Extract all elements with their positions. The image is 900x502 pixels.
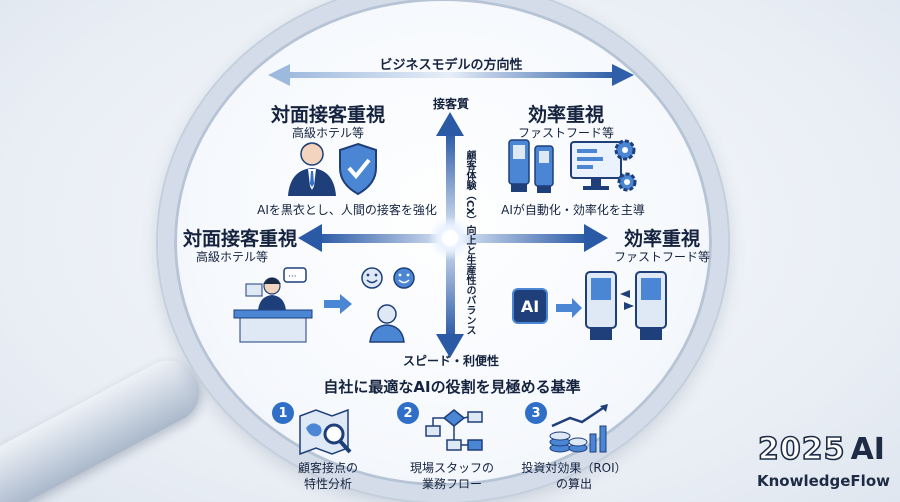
ai-chip-label: AI [520,296,540,316]
top-arrow-label: ビジネスモデルの方向性 [379,58,523,73]
quadrant-top-left-title: 対面接客重視 [270,104,386,126]
criteria-number-2: 2 [397,402,419,424]
criteria-number-3: 3 [525,402,547,424]
brand-name: KnowledgeFlow [757,472,890,490]
kiosks-exchange-icon [556,271,667,340]
quadrant-top-left-subtitle: 高級ホテル等 [291,126,365,140]
svg-text:···: ··· [288,272,297,282]
axis-top-label: 接客質 [432,97,470,111]
axis-vertical-caption: 顧客体験（CX）向上と生産性のバランス [464,150,475,336]
receptionist-scene-icon: ··· [233,267,415,343]
criteria-heading: 自社に最適なAIの役割を見極める基準 [323,378,581,396]
mid-right-title: 効率重視 [623,228,701,250]
brand-logo: 2025 AI [757,431,885,468]
quadrant-top-right-caption: AIが自動化・効率化を主導 [501,203,645,217]
mid-left-subtitle: 高級ホテル等 [195,250,269,264]
flowchart-icon [425,409,483,451]
criteria-label-1-line2: 特性分析 [303,477,353,491]
criteria-label-2-line2: 業務フロー [421,477,483,491]
brand-ai: AI [850,432,885,467]
criteria-label-1-line1: 顧客接点の [297,461,359,475]
mid-right-subtitle: ファストフード等 [613,250,711,264]
coins-growth-icon [549,404,608,453]
ai-chip-icon: AI [512,288,548,324]
mid-left-title: 対面接客重視 [182,228,298,250]
axis-bottom-label: スピード・利便性 [402,354,500,368]
top-direction-arrow [268,64,634,86]
criteria-label-1: 顧客接点の 特性分析 [298,460,358,492]
quadrant-top-right-subtitle: ファストフード等 [517,126,615,140]
criteria-label-3: 投資対効果（ROI） の算出 [521,460,626,492]
map-magnifier-icon [299,408,352,456]
criteria-label-2: 現場スタッフの 業務フロー [410,460,494,492]
businessman-shield-icon [288,142,377,196]
criteria-label-2-line1: 現場スタッフの [409,461,495,475]
criteria-label-3-line2: の算出 [555,477,593,491]
kiosk-gears-icon [508,139,637,193]
quadrant-top-right-title: 効率重視 [527,104,605,126]
quadrant-top-left-caption: AIを黒衣とし、人間の接客を強化 [257,203,437,217]
criteria-label-3-line1: 投資対効果（ROI） [521,461,627,475]
criteria-number-1: 1 [272,402,294,424]
brand-year: 2025 [757,431,846,468]
